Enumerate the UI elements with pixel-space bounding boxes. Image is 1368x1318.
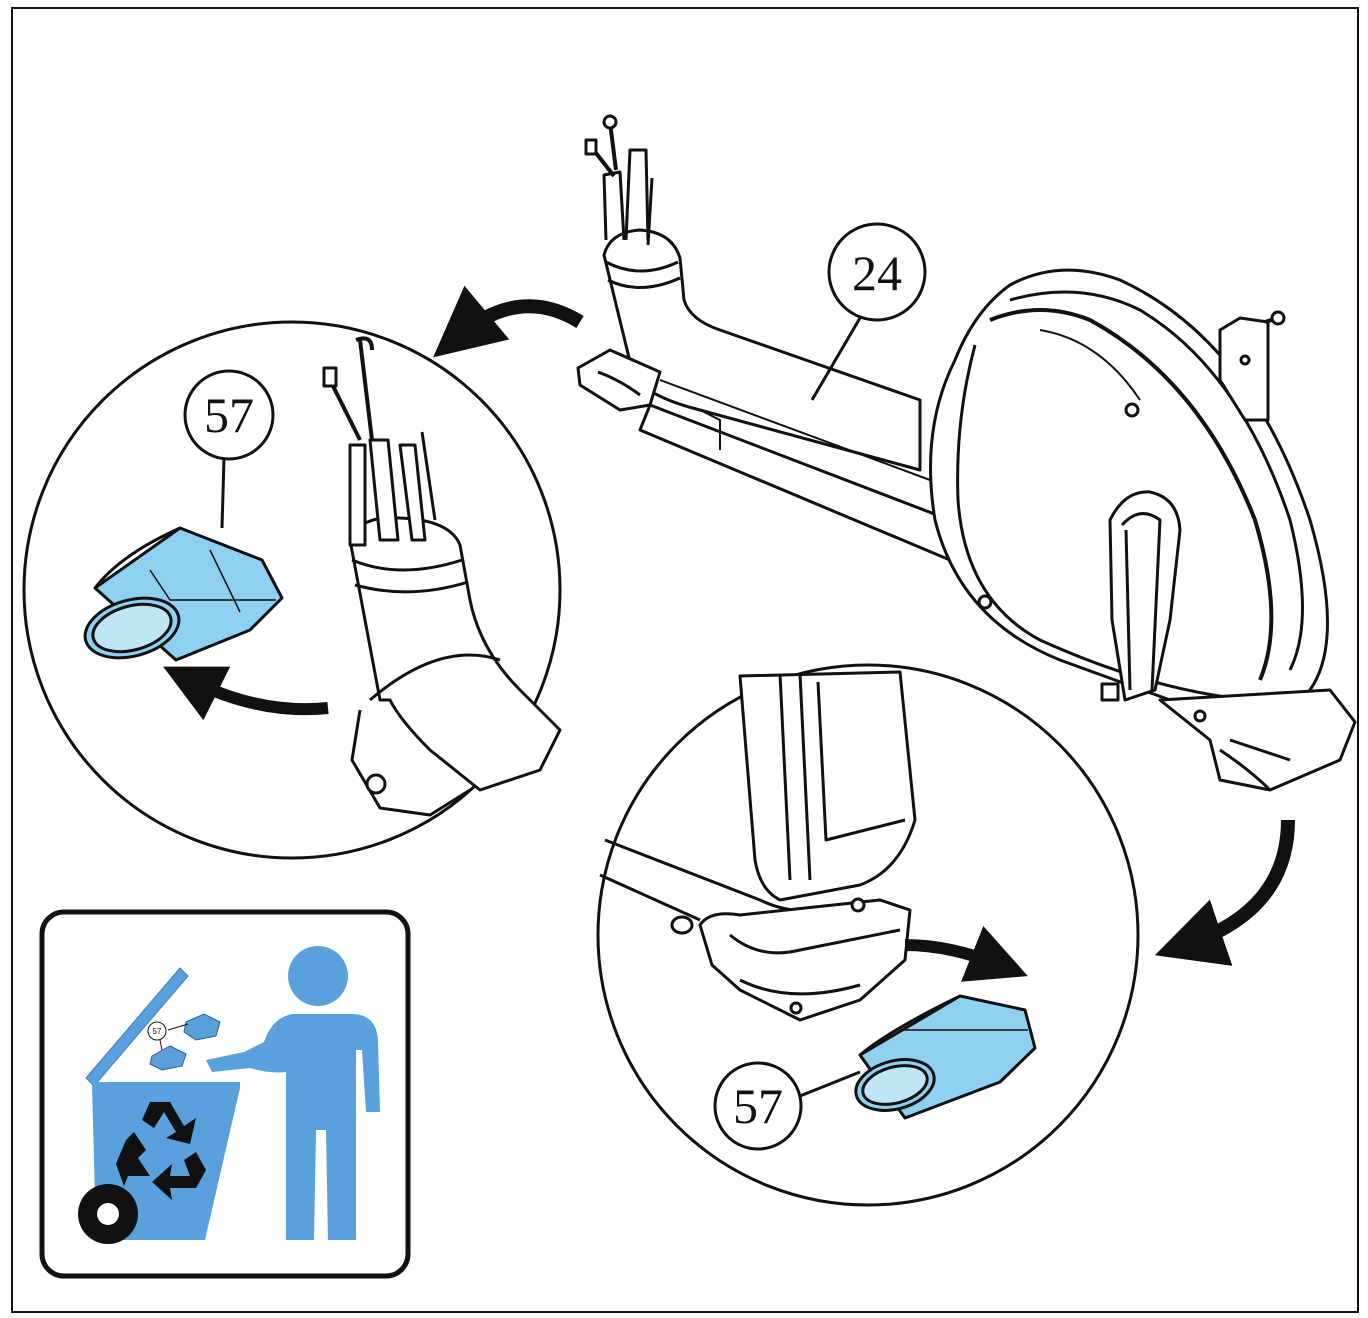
main-frame-part [576,114,1357,792]
detail-circle-bottom-right: 57 [596,663,1140,1207]
callout-label-57-icon: 57 [153,1027,162,1036]
recycle-icon [116,1102,206,1200]
callout-leader-24 [810,317,862,401]
end-cap-part-57-right [854,994,1037,1120]
callout-circle-24 [827,222,927,322]
callout-circle-57-right [713,1061,803,1151]
callout-label-24: 24 [852,245,902,301]
callout-leader-57-right [799,1070,861,1098]
page-border [11,7,1359,1313]
arrow-cap-removed-left [163,666,329,721]
callout-circle-57-left [183,369,275,461]
callout-leader-57-left [220,457,226,529]
end-cap-part-57-left [83,526,284,662]
arrow-to-right-detail [1154,819,1295,966]
callout-label-57-right: 57 [733,1078,783,1134]
bin-lid [85,967,189,1087]
person-figure [206,946,380,1240]
recycle-disposal-icon: 57 [39,909,411,1279]
arrow-to-left-detail [433,285,584,358]
callout-label-57-left: 57 [204,387,254,443]
detail-circle-top-left: 57 [22,320,562,860]
tiny-end-caps [149,1013,221,1071]
callout-circle-57-icon [147,1021,167,1041]
arrow-cap-removed-right [904,926,1028,982]
